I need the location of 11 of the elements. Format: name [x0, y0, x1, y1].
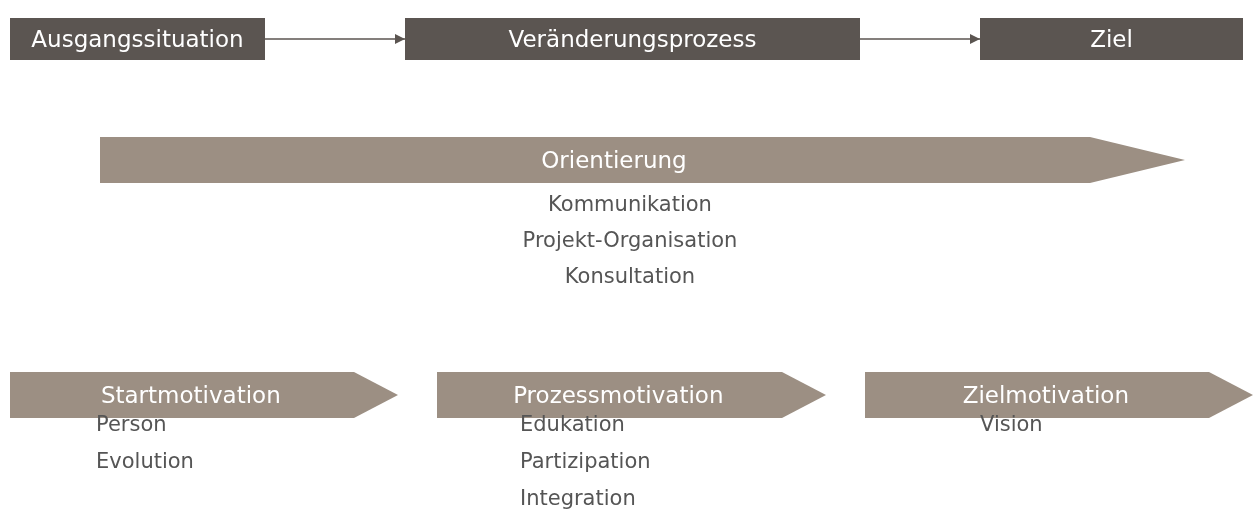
arrow	[859, 34, 981, 44]
list-item: Kommunikation	[548, 192, 712, 216]
arrow	[264, 34, 406, 44]
list-item: Projekt-Organisation	[522, 228, 738, 252]
list-item: Integration	[520, 486, 636, 510]
list-item: Partizipation	[520, 449, 651, 473]
process-box: Ziel	[980, 18, 1243, 60]
process-box: Veränderungsprozess	[405, 18, 860, 60]
list-item: Evolution	[96, 449, 194, 473]
process-box: Ausgangssituation	[10, 18, 265, 60]
list-item: Konsultation	[564, 264, 696, 288]
